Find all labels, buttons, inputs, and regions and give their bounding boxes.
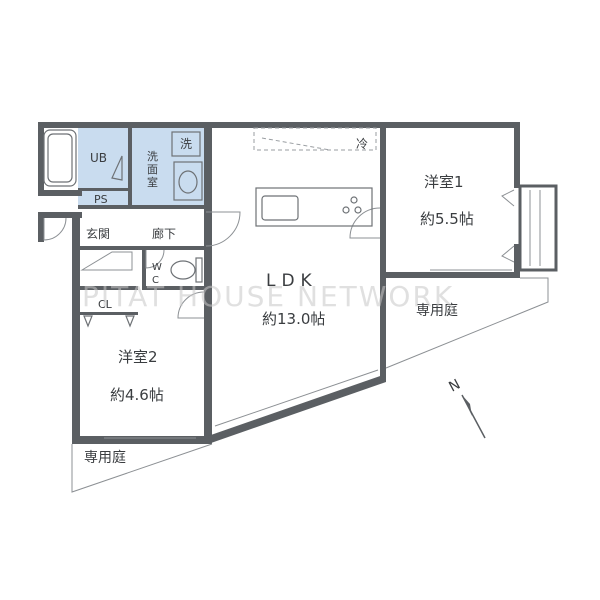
garden-left-label: 専用庭 <box>84 449 126 466</box>
kitchen-overhead-cabinet <box>253 127 377 151</box>
watermark: PITAT HOUSE NETWORK <box>82 280 454 313</box>
garden-right-label: 専用庭 <box>416 302 458 319</box>
room1-size: 約5.5帖 <box>420 210 474 228</box>
garden-right-boundary <box>385 277 549 369</box>
toilet-tank <box>195 257 203 283</box>
ps-label: PS <box>94 193 108 206</box>
ldk-name: LDK <box>266 271 318 291</box>
balcony-storage <box>518 184 558 272</box>
north-arrow <box>461 394 486 439</box>
fridge-label: 冷 <box>356 137 368 151</box>
washroom-label: 洗 面 室 <box>147 150 162 189</box>
ub-label: UB <box>90 151 107 165</box>
ps-area <box>78 190 128 205</box>
interior-walls <box>78 128 208 315</box>
bathtub <box>43 129 77 187</box>
ldk-window <box>214 369 379 427</box>
closet-door-left <box>83 315 93 328</box>
room2-size: 約4.6帖 <box>110 386 164 404</box>
washroom-label-line2: 面 <box>147 163 158 176</box>
washer-label: 洗 <box>180 137 192 151</box>
wc-label-w: W <box>152 262 162 273</box>
washroom-area <box>132 128 204 208</box>
closet-label: CL <box>98 298 113 311</box>
washroom-label-line1: 洗 <box>147 150 158 163</box>
ldk-size: 約13.0帖 <box>262 310 325 328</box>
room2-name: 洋室2 <box>118 348 158 366</box>
closet-door-right <box>125 315 135 328</box>
ldk-angled-wall <box>208 375 386 443</box>
washbasin <box>173 161 203 201</box>
room1-name: 洋室1 <box>424 173 464 191</box>
entrance-label: 玄関 <box>86 226 110 241</box>
entrance-step <box>80 251 133 271</box>
exterior-walls <box>38 122 520 444</box>
hallway-label: 廊下 <box>152 226 176 241</box>
shower-triangle <box>111 155 123 181</box>
garden-left-boundary <box>71 443 213 493</box>
kitchen-counter <box>255 187 373 227</box>
door-swings <box>43 189 515 319</box>
sink <box>261 195 299 221</box>
washer-space <box>171 131 201 157</box>
north-label: N <box>446 376 463 395</box>
wc-label-c: C <box>152 275 159 286</box>
toilet-bowl <box>170 260 196 280</box>
washroom-label-line3: 室 <box>147 175 158 189</box>
